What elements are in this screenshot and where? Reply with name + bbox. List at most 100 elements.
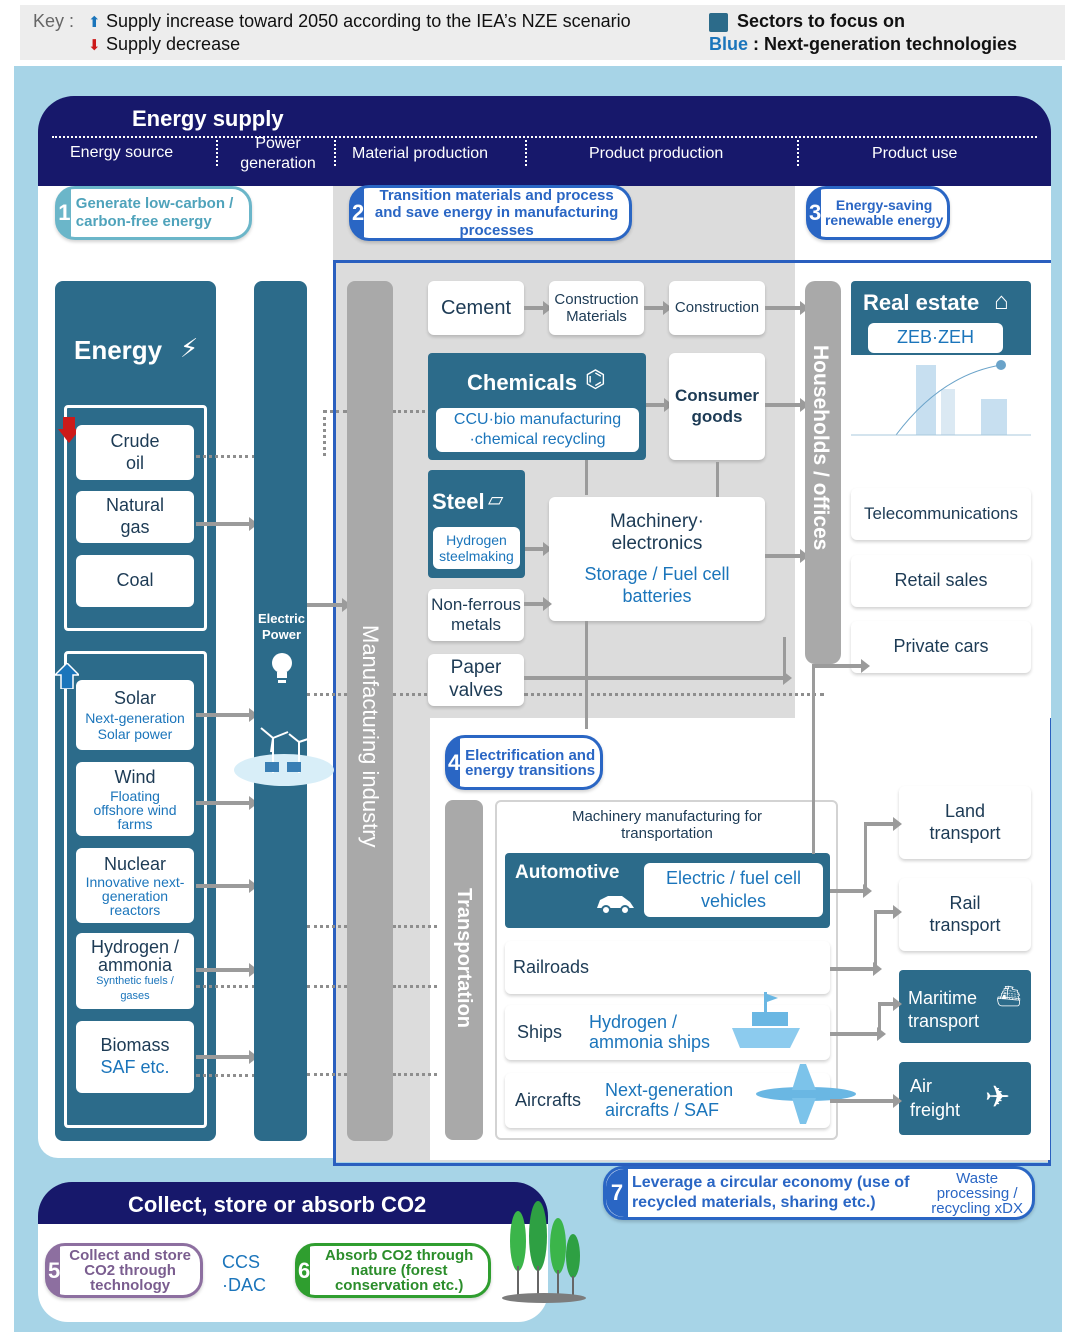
steel-sub-box: Hydrogen steelmaking	[433, 527, 520, 569]
flow-dotted	[393, 985, 437, 988]
private-cars-box: Private cars	[851, 621, 1031, 673]
households-label: Households / offices	[809, 345, 832, 551]
flow-arrow	[716, 462, 719, 497]
construction-box: Construction	[669, 281, 765, 335]
machinery-box: Machinery· electronics Storage / Fuel ce…	[549, 497, 765, 621]
header-divider	[52, 136, 1037, 138]
key-focus: Sectors to focus on	[737, 11, 906, 31]
steel-label: Steel	[432, 489, 485, 514]
construction-materials-box: Construction Materials	[549, 281, 644, 335]
flow-arrow	[196, 879, 258, 893]
chemicals-sub-box: CCU·bio manufacturing ·chemical recyclin…	[436, 408, 639, 452]
flow-dotted	[307, 985, 347, 988]
flow-arrow	[646, 398, 673, 412]
flow-dotted	[393, 925, 437, 928]
increase-arrow-icon: ⬆	[88, 14, 101, 31]
flow-line	[830, 1027, 886, 1041]
flow-line	[812, 664, 815, 854]
energy-supply-header	[38, 96, 1051, 186]
flow-arrow	[830, 1094, 902, 1108]
flow-arrow	[783, 637, 786, 679]
telecom-box: Telecommunications	[851, 488, 1031, 540]
transport-machinery-title: Machinery manufacturing for transportati…	[571, 808, 763, 843]
increase-arrow-icon	[53, 661, 81, 690]
col-sep	[525, 140, 527, 166]
automotive-label: Automotive	[515, 862, 620, 883]
nonferrous-box: Non-ferrous metals	[428, 589, 524, 641]
flow-arrow	[878, 997, 902, 1011]
decrease-arrow-icon: ⬇	[88, 37, 101, 54]
step-text: Absorb CO2 through nature (forest conser…	[324, 1247, 474, 1294]
ccs-dac-label: CCS ·DAC	[222, 1252, 266, 1296]
paper-box: Paper valves	[428, 654, 524, 706]
flow-dotted	[196, 455, 256, 458]
flow-dotted	[323, 410, 347, 413]
step-text: Electrification and energy transitions	[465, 746, 596, 779]
flow-arrow	[524, 301, 552, 315]
flow-arrow	[585, 621, 588, 729]
step-6-pill: 6 Absorb CO2 through nature (forest cons…	[295, 1243, 491, 1298]
cargo-ship-icon: ⛴	[996, 986, 1022, 1008]
flow-arrow	[525, 542, 552, 556]
flow-dotted	[307, 693, 347, 696]
key-decrease: Supply decrease	[106, 34, 241, 54]
key-blue-note: Blue : Next-generation technologies	[709, 34, 1018, 54]
step-text: Transition materials and process and sav…	[374, 187, 619, 239]
flow-line	[874, 910, 877, 970]
flow-dotted	[393, 1073, 437, 1076]
col-sep	[334, 140, 336, 166]
step-7-extra: Waste processing / recycling xDX	[931, 1169, 1023, 1217]
step-text: Energy-saving renewable energy	[824, 197, 944, 228]
step-text: Leverage a circular economy (use of recy…	[631, 1174, 910, 1211]
manufacturing-bar	[347, 281, 393, 1141]
step-5-pill: 5 Collect and store CO2 through technolo…	[45, 1243, 203, 1298]
col-product-use: Product use	[872, 145, 958, 162]
flow-line	[864, 822, 867, 892]
transportation-bar	[445, 800, 483, 1140]
maritime-transport-box	[899, 970, 1031, 1043]
col-energy-source: Energy source	[70, 144, 174, 161]
flow-arrow	[765, 398, 809, 412]
flow-dotted	[307, 1073, 347, 1076]
step-text: Generate low-carbon / carbon-free energy	[75, 195, 234, 230]
flow-arrow	[864, 817, 902, 831]
flow-arrow	[524, 597, 552, 611]
automotive-sub-box: Electric / fuel cell vehicles	[644, 863, 823, 917]
step-text: Collect and store CO2 through technology	[69, 1247, 191, 1294]
step-number: 5	[48, 1246, 61, 1295]
steel-beam-icon: ▱	[488, 489, 504, 511]
renewable-group	[64, 651, 207, 1128]
zeb-box: ZEB·ZEH	[868, 323, 1003, 353]
focus-swatch	[709, 13, 728, 32]
land-transport-box: Land transport	[899, 786, 1031, 859]
flow-dotted	[393, 693, 433, 696]
decrease-arrow-icon	[58, 417, 80, 443]
wind-solar-icon	[233, 718, 335, 788]
col-product-production: Product production	[589, 145, 724, 162]
solar-box: Solar Next-generation Solar power	[76, 680, 194, 750]
flow-dotted	[196, 985, 256, 988]
molecule-icon: ⌬	[585, 366, 606, 393]
energy-title: Energy	[74, 335, 163, 365]
co2-title: Collect, store or absorb CO2	[128, 1192, 427, 1217]
flow-arrow	[765, 549, 809, 563]
maritime-label: Maritime transport	[908, 988, 980, 1032]
manufacturing-label: Manufacturing industry	[358, 625, 383, 848]
consumer-goods-box: Consumer goods	[669, 353, 765, 460]
flow-arrow	[644, 301, 672, 315]
flow-line	[878, 1002, 881, 1034]
railroads-box: Railroads	[505, 941, 830, 994]
col-sep	[216, 140, 218, 166]
step-number: 7	[606, 1169, 628, 1217]
flow-arrow	[196, 963, 258, 977]
car-icon	[594, 888, 636, 916]
flow-line	[830, 884, 872, 898]
hydrogen-box: Hydrogen / ammonia Synthetic fuels / gas…	[76, 933, 194, 1009]
wind-box: Wind Floating offshore wind farms	[76, 762, 194, 836]
flow-line	[830, 962, 882, 976]
aircrafts-box: Aircrafts Next-generation aircrafts / SA…	[505, 1073, 830, 1128]
plane-icon: ✈	[985, 1081, 1011, 1114]
flow-arrow	[196, 1050, 258, 1064]
flow-arrow	[585, 460, 588, 495]
